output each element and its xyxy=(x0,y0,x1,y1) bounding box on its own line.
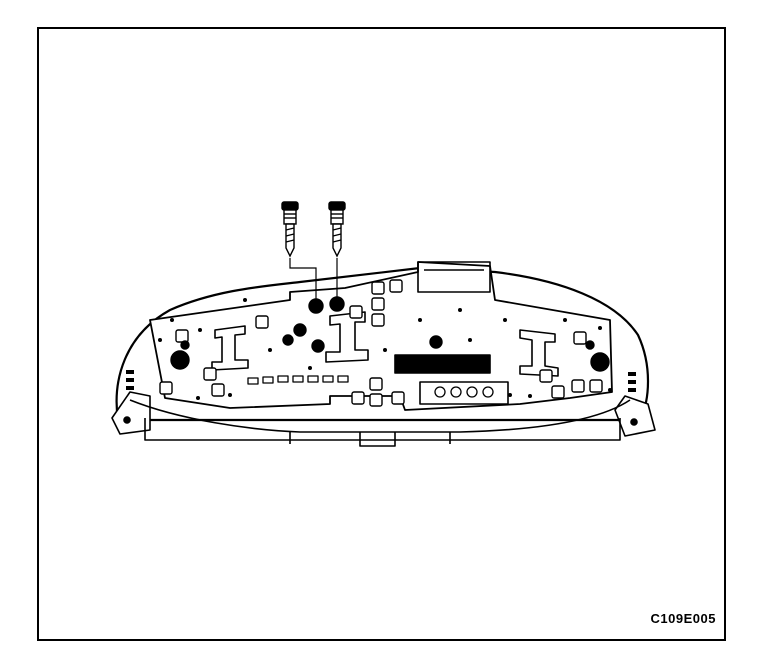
mounting-tab-left xyxy=(111,391,151,435)
mounting-tab-right xyxy=(614,395,656,437)
light-guide-left xyxy=(211,325,249,371)
cluster-base-rim xyxy=(129,399,631,433)
side-connector-right xyxy=(628,372,636,392)
installation-leader-lines xyxy=(289,258,338,300)
screw-left xyxy=(281,201,299,258)
connector-module xyxy=(417,261,491,293)
circuit-board xyxy=(149,261,613,411)
figure-code: C109E005 xyxy=(650,611,716,626)
side-connector-left xyxy=(126,370,134,390)
indicator-row xyxy=(247,375,349,385)
bulb-sockets xyxy=(158,279,612,407)
board-strip xyxy=(394,354,491,374)
light-guide-right xyxy=(519,329,559,377)
screw-right xyxy=(328,201,346,258)
light-guide-center xyxy=(325,311,369,363)
